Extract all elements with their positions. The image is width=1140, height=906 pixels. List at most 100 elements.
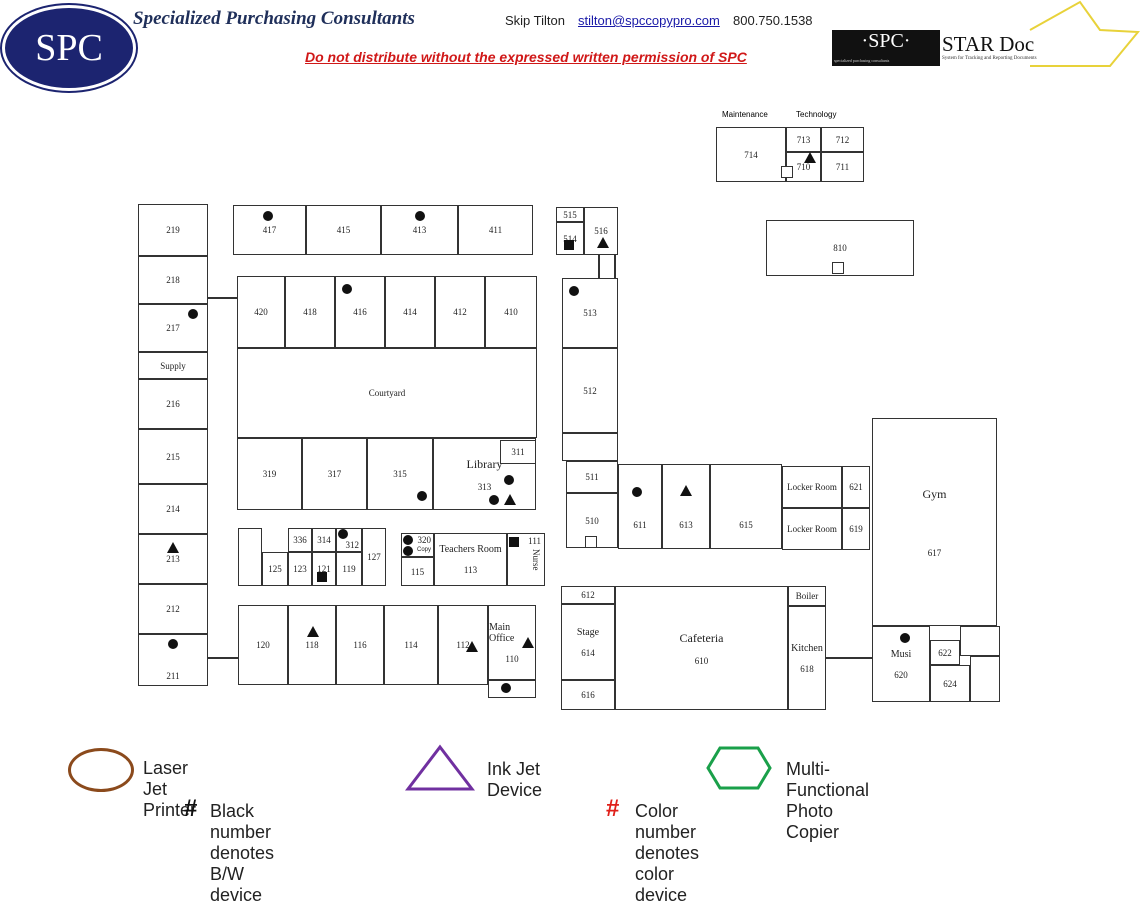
room-locker-room[interactable]: Locker Room (782, 466, 842, 508)
room-420[interactable]: 420 (237, 276, 285, 348)
laser-device-icon-417[interactable] (263, 211, 273, 221)
room-118[interactable]: 118 (288, 605, 336, 685)
room-116[interactable]: 116 (336, 605, 384, 685)
room-127[interactable]: 127 (362, 528, 386, 586)
laser-legend-label: Laser Jet Printer (143, 758, 197, 820)
room-number: 413 (412, 225, 427, 235)
room-311[interactable]: 311 (500, 440, 536, 464)
email-link[interactable]: stilton@spccopypro.com (578, 13, 720, 28)
ink-device-icon-710[interactable] (804, 152, 816, 163)
room-622[interactable]: 622 (930, 640, 960, 665)
room-number: 114 (404, 640, 418, 650)
room-512[interactable]: 512 (562, 348, 618, 433)
copier-device-icon-111[interactable] (509, 537, 519, 547)
room-319[interactable]: 319 (237, 438, 302, 510)
room-115[interactable]: 115 (401, 557, 434, 586)
room-119[interactable]: 119 (336, 552, 362, 586)
laser-device-icon-611[interactable] (632, 487, 642, 497)
room-612[interactable]: 612 (561, 586, 615, 604)
laser-device-icon-211[interactable] (168, 639, 178, 649)
room-412[interactable]: 412 (435, 276, 485, 348)
laser-device-icon-313[interactable] (489, 495, 499, 505)
laser-device-icon-315[interactable] (417, 491, 427, 501)
laser-device-icon-320[interactable] (403, 546, 413, 556)
room-number: 711 (835, 162, 850, 172)
ink-device-icon-112[interactable] (466, 641, 478, 652)
room-613[interactable]: 613 (662, 464, 710, 549)
room-712[interactable]: 712 (821, 127, 864, 152)
room-123[interactable]: 123 (288, 552, 312, 586)
room-214[interactable]: 214 (138, 484, 208, 534)
room-114[interactable]: 114 (384, 605, 438, 685)
room-112[interactable]: 112 (438, 605, 488, 685)
room-619[interactable]: 619 (842, 508, 870, 550)
room-511[interactable]: 511 (566, 461, 618, 493)
ink-device-icon-110[interactable] (522, 637, 534, 648)
laser-device-icon-217[interactable] (188, 309, 198, 319)
room-216[interactable]: 216 (138, 379, 208, 429)
room-number: 125 (268, 564, 282, 574)
bw-legend-label: Black number denotes B/W device (210, 801, 275, 905)
room-219[interactable]: 219 (138, 204, 208, 256)
room-515[interactable]: 515 (556, 207, 584, 222)
copier-device-icon-121[interactable] (317, 572, 327, 582)
laser-device-icon-313[interactable] (504, 475, 514, 485)
room-713[interactable]: 713 (786, 127, 821, 152)
room-513[interactable]: 513 (562, 278, 618, 348)
room-410[interactable]: 410 (485, 276, 537, 348)
room-courtyard[interactable]: Courtyard (237, 348, 537, 438)
room-boiler[interactable]: Boiler (788, 586, 826, 606)
room-615[interactable]: 615 (710, 464, 782, 549)
copier-device-icon-514[interactable] (564, 240, 574, 250)
ink-device-icon-313[interactable] (504, 494, 516, 505)
room-714[interactable]: 714 (716, 127, 786, 182)
room-411[interactable]: 411 (458, 205, 533, 255)
laser-device-icon-413[interactable] (415, 211, 425, 221)
room-510[interactable]: 510 (566, 493, 618, 548)
room-418[interactable]: 418 (285, 276, 335, 348)
ink-legend-label: Ink Jet Device (487, 759, 543, 800)
room-314[interactable]: 314 (312, 528, 336, 552)
room-120[interactable]: 120 (238, 605, 288, 685)
room-218[interactable]: 218 (138, 256, 208, 304)
room-number: 417 (262, 225, 277, 235)
room-supply[interactable]: Supply (138, 352, 208, 379)
ink-device-icon-516[interactable] (597, 237, 609, 248)
room-number: 319 (262, 469, 277, 479)
room-number: Locker Room (787, 482, 837, 492)
room-616[interactable]: 616 (561, 680, 615, 710)
laser-device-icon-620[interactable] (900, 633, 910, 643)
room-415[interactable]: 415 (306, 205, 381, 255)
room-unlabeled[interactable] (562, 433, 618, 461)
laser-device-icon-110[interactable] (501, 683, 511, 693)
room-locker-room[interactable]: Locker Room (782, 508, 842, 550)
room-317[interactable]: 317 (302, 438, 367, 510)
door-box (585, 536, 597, 548)
laser-device-icon-513[interactable] (569, 286, 579, 296)
ink-device-icon-613[interactable] (680, 485, 692, 496)
room-unlabeled[interactable] (488, 680, 536, 698)
room-624[interactable]: 624 (930, 665, 970, 702)
room-213[interactable]: 213 (138, 534, 208, 584)
laser-device-icon-320[interactable] (403, 535, 413, 545)
room-414[interactable]: 414 (385, 276, 435, 348)
ink-device-icon-213[interactable] (167, 542, 179, 553)
room-212[interactable]: 212 (138, 584, 208, 634)
room-514[interactable]: 514 (556, 222, 584, 255)
room-621[interactable]: 621 (842, 466, 870, 508)
ink-device-icon-118[interactable] (307, 626, 319, 637)
room-215[interactable]: 215 (138, 429, 208, 484)
room-number: 712 (835, 134, 850, 145)
room-711[interactable]: 711 (821, 152, 864, 182)
room-125[interactable]: 125 (262, 552, 288, 586)
laser-device-icon-416[interactable] (342, 284, 352, 294)
room-611[interactable]: 611 (618, 464, 662, 549)
room-336[interactable]: 336 (288, 528, 312, 552)
laser-device-icon-312[interactable] (338, 529, 348, 539)
